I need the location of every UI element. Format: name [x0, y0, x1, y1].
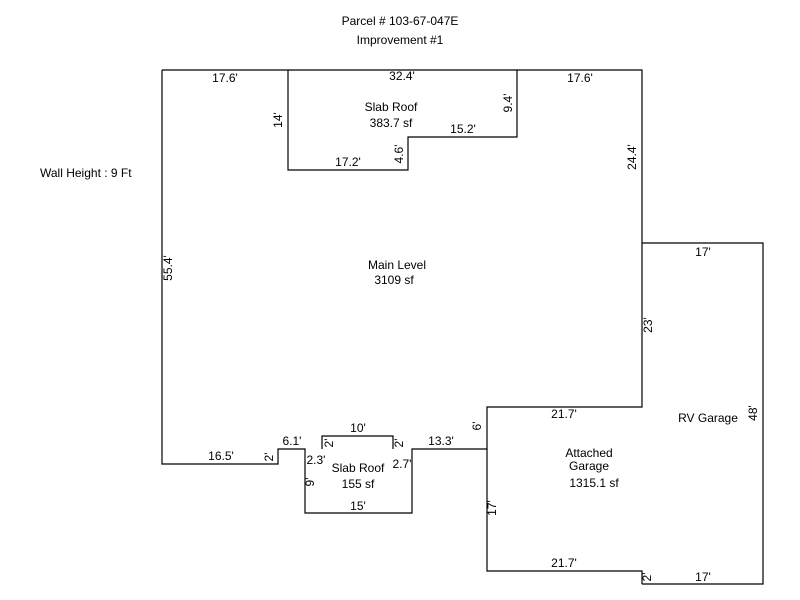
dim-rv-bottom: 17' — [695, 570, 711, 584]
dim-bs-top: 10' — [350, 421, 366, 435]
dim-slab-bottom-left: 17.2' — [335, 155, 361, 169]
dim-garage-left: 17' — [485, 500, 499, 516]
dim-bottom-left: 16.5' — [208, 449, 234, 463]
attached-garage-name-1: Attached — [565, 446, 612, 460]
dim-top-mid: 32.4' — [389, 69, 415, 83]
dim-bs-left-inner: 2.3' — [307, 453, 326, 467]
main-level-outline — [161, 69, 643, 514]
attached-garage-size: 1315.1 sf — [569, 476, 619, 490]
slab-roof-bottom-outline — [321, 435, 394, 449]
dim-bottom-step-left: 2' — [262, 453, 276, 462]
dim-main-right: 24.4' — [625, 144, 639, 170]
wall-height-note: Wall Height : 9 Ft — [40, 166, 132, 180]
dim-slab-bottom-right: 15.2' — [450, 122, 476, 136]
dim-bottom-short: 6.1' — [283, 434, 302, 448]
slab-roof-top-name: Slab Roof — [365, 100, 418, 114]
dim-main-left: 55.4' — [161, 255, 175, 281]
dim-slab-right: 9.4' — [501, 94, 515, 113]
dim-rv-right: 48' — [746, 405, 760, 421]
dim-slab-left: 14' — [271, 112, 285, 128]
slab-roof-bottom-name: Slab Roof — [332, 461, 385, 475]
slab-roof-bottom-size: 155 sf — [342, 477, 375, 491]
parcel-number: Parcel # 103-67-047E — [341, 14, 459, 28]
dim-garage-top: 21.7' — [551, 407, 577, 421]
dim-garage-jog-bottom: 2' — [640, 573, 654, 582]
improvement-label: Improvement #1 — [356, 33, 444, 47]
main-level-size: 3109 sf — [374, 273, 414, 287]
main-level-name: Main Level — [368, 258, 426, 272]
attached-garage-outline — [486, 449, 643, 584]
dim-slab-step: 4.6' — [392, 145, 406, 164]
attached-garage-name-2: Garage — [569, 459, 609, 473]
dim-rv-top: 17' — [695, 245, 711, 259]
rv-garage-outline — [642, 242, 764, 585]
dim-main-right-lower: 23' — [641, 317, 655, 333]
dim-garage-jog: 6' — [470, 422, 484, 431]
dim-bs-left: 9' — [303, 478, 317, 487]
dim-bs-right-run: 13.3' — [428, 434, 454, 448]
dim-bs-bottom: 15' — [350, 499, 366, 513]
dim-top-left: 17.6' — [212, 71, 238, 85]
dim-garage-bottom: 21.7' — [551, 556, 577, 570]
slab-roof-top-size: 383.7 sf — [370, 116, 413, 130]
rv-garage-name: RV Garage — [678, 411, 738, 425]
dim-bs-top-left: 2' — [322, 439, 336, 448]
dim-bs-top-right: 2' — [392, 439, 406, 448]
dim-top-right: 17.6' — [567, 71, 593, 85]
dim-bs-right-inner: 2.7' — [393, 457, 412, 471]
